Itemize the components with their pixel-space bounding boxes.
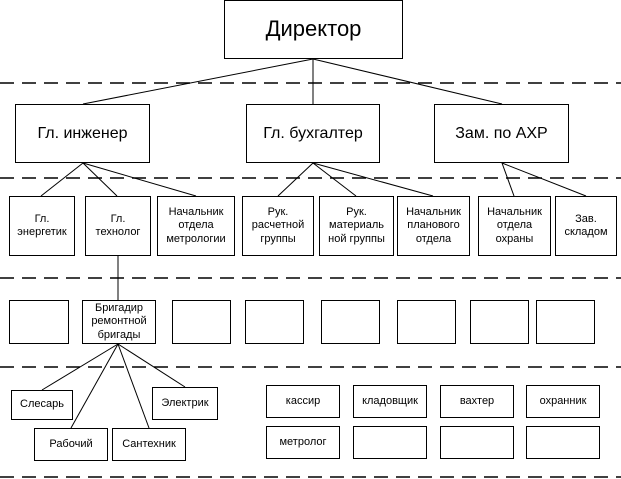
box-security-head: Начальник отдела охраны <box>478 196 551 256</box>
connector-accountant-material <box>312 162 357 197</box>
connector-foreman-electrician <box>117 343 186 388</box>
connector-ahr-warehouse <box>501 162 587 197</box>
connector-foreman-locksmith <box>41 343 119 391</box>
box-empty-l4-3 <box>526 426 600 459</box>
connector-engineer-technologist <box>82 162 118 197</box>
box-metrology-head: Начальник отдела метрологии <box>157 196 235 256</box>
box-chief-technologist: Гл. технолог <box>85 196 151 256</box>
box-chief-accountant: Гл. бухгалтер <box>246 104 380 163</box>
box-empty-l4-1 <box>353 426 427 459</box>
box-empty-l3-1 <box>9 300 69 344</box>
box-cashier: кассир <box>266 385 340 418</box>
box-chief-power-engineer: Гл. энергетик <box>9 196 75 256</box>
box-warehouse-head: Зав. складом <box>555 196 617 256</box>
box-empty-l3-5 <box>397 300 456 344</box>
box-material-group-head: Рук. материаль ной группы <box>319 196 394 256</box>
box-guard: охранник <box>526 385 600 418</box>
box-empty-l3-6 <box>470 300 529 344</box>
box-planning-head: Начальник планового отдела <box>397 196 470 256</box>
connector-foreman-plumber <box>117 343 150 429</box>
box-locksmith: Слесарь <box>11 390 73 420</box>
box-metrologist: метролог <box>266 426 340 459</box>
box-empty-l3-7 <box>536 300 595 344</box>
connector-accountant-planning <box>312 162 434 197</box>
connector-accountant-calc <box>277 162 314 197</box>
box-calc-group-head: Рук. расчетной группы <box>242 196 314 256</box>
connector-engineer-power <box>40 162 84 197</box>
connector-foreman-laborer <box>70 343 119 429</box>
box-director: Директор <box>224 0 403 59</box>
box-empty-l3-4 <box>321 300 380 344</box>
connector-director-ahr <box>312 58 503 105</box>
connectors <box>40 58 587 429</box>
box-laborer: Рабочий <box>34 428 108 461</box>
box-watchman: вахтер <box>440 385 514 418</box>
box-brigade-foreman: Бригадир ремонтной бригады <box>82 300 156 344</box>
box-plumber: Сантехник <box>112 428 186 461</box>
connector-director-engineer <box>82 58 314 105</box>
connector-engineer-metrology <box>82 162 197 197</box>
box-electrician: Электрик <box>152 387 218 420</box>
box-empty-l4-2 <box>440 426 514 459</box>
connector-ahr-security <box>501 162 515 197</box>
box-empty-l3-2 <box>172 300 231 344</box>
box-chief-engineer: Гл. инженер <box>15 104 150 163</box>
box-deputy-ahr: Зам. по АХР <box>434 104 569 163</box>
box-storekeeper: кладовщик <box>353 385 427 418</box>
box-empty-l3-3 <box>245 300 304 344</box>
level-dividers <box>0 82 621 478</box>
